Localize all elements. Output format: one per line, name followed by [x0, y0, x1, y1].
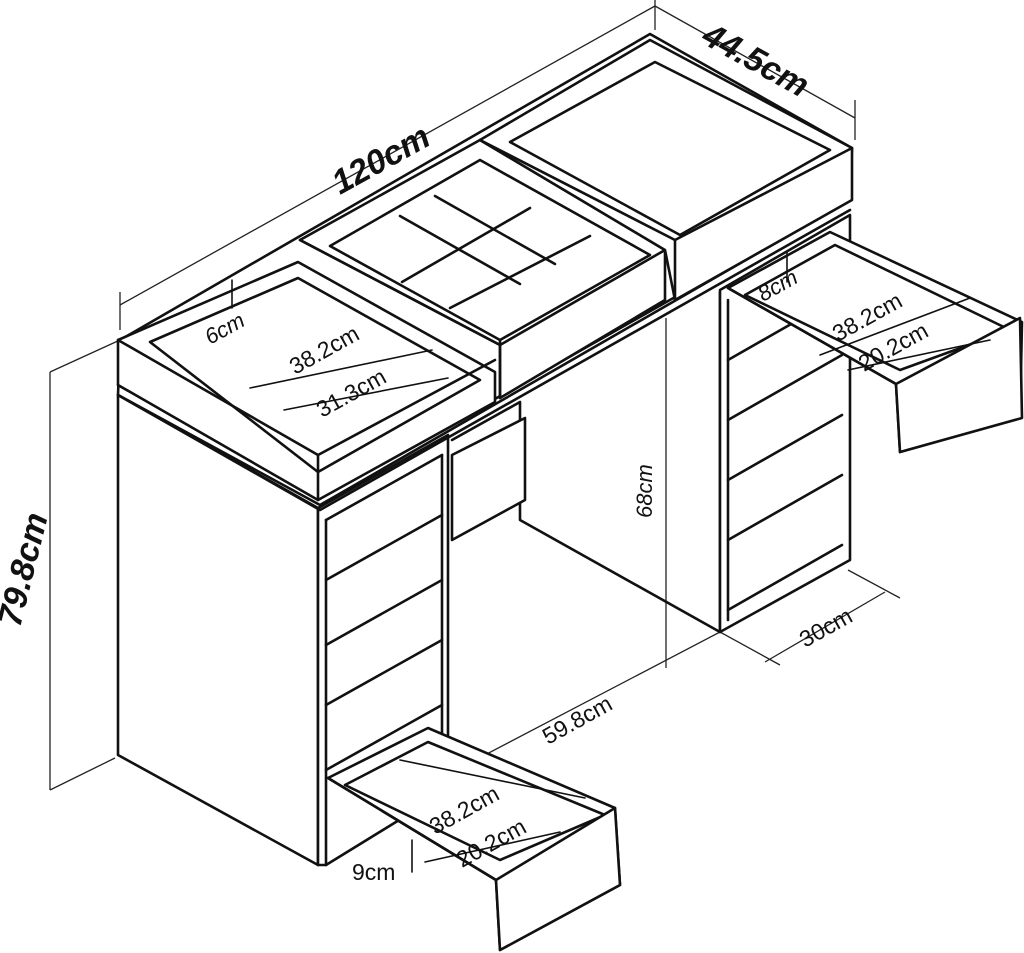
inner-arrows — [231, 251, 991, 873]
label-knee-height: 68cm — [632, 464, 657, 518]
label-cabinet-depth: 30cm — [795, 602, 857, 652]
dimension-lines — [49, 0, 901, 791]
label-height-total: 79.8cm — [0, 509, 56, 630]
top-trays — [116, 38, 854, 502]
right-open-drawer — [726, 230, 1024, 454]
label-bottom-drawer-depth: 9cm — [352, 859, 395, 885]
bottom-open-drawer — [326, 726, 622, 952]
label-knee-width: 59.8cm — [538, 690, 617, 749]
